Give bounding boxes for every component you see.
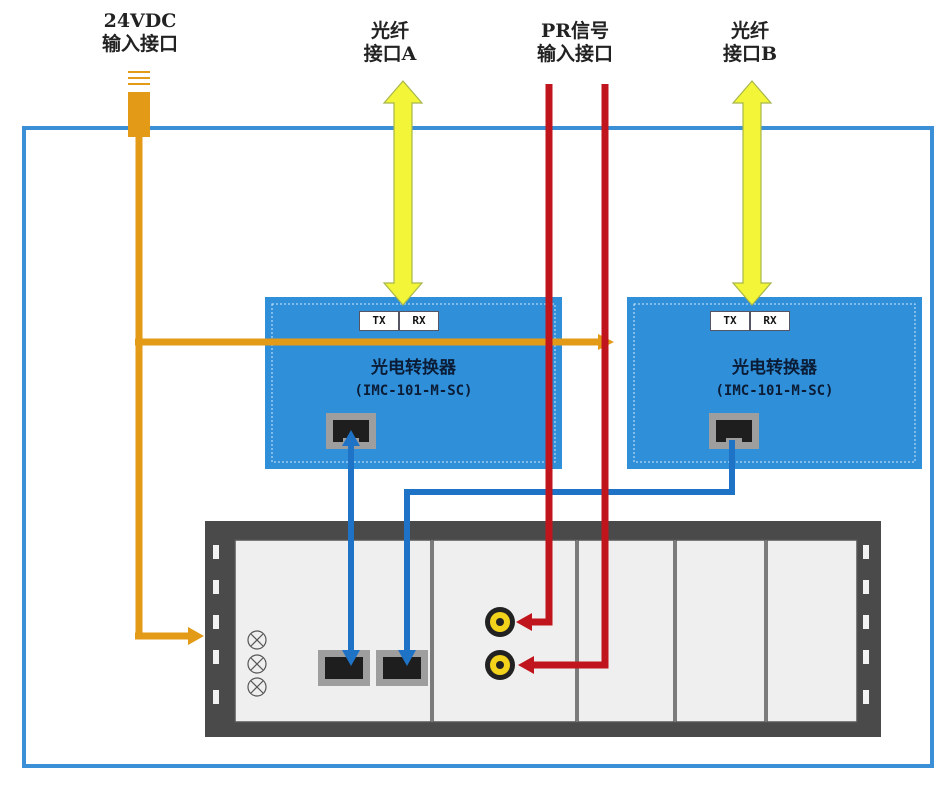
power-input-label: 24VDC 输入接口 — [60, 10, 220, 56]
power-input-label-line2: 输入接口 — [101, 33, 178, 55]
fiber-arrow-b — [731, 80, 773, 306]
converter-b-model: (IMC-101-M-SC) — [715, 383, 834, 399]
rack-chassis — [205, 521, 881, 737]
converter-a-title: 光电转换器 — [371, 358, 456, 378]
bnc-connector-2 — [485, 650, 515, 680]
ethernet-arrow-converter-a — [342, 430, 360, 446]
fiber-b-label-line1: 光纤 — [730, 20, 769, 42]
pr-input-label-line1: PR信号 — [540, 20, 610, 42]
fiber-a-label-line1: 光纤 — [370, 20, 409, 42]
fiber-b-label: 光纤 接口B — [690, 20, 810, 66]
fiber-arrow-a — [382, 80, 424, 306]
power-input-label-line1: 24VDC — [103, 10, 177, 32]
converter-b-tx-tag: TX — [710, 311, 750, 331]
fiber-a-label: 光纤 接口A — [330, 20, 450, 66]
bnc-connector-1 — [485, 607, 515, 637]
pr-arrow-bnc-2 — [518, 656, 534, 674]
pr-signal-cables — [528, 84, 609, 669]
pr-input-label: PR信号 输入接口 — [505, 20, 645, 66]
enclosure-border — [22, 126, 934, 768]
indicator-lamps — [247, 630, 267, 697]
ethernet-cables — [348, 440, 735, 652]
power-arrow-rack — [188, 627, 204, 645]
converter-a-rx-tag: RX — [399, 311, 439, 331]
pr-arrow-bnc-1 — [516, 613, 532, 631]
converter-a-model: (IMC-101-M-SC) — [354, 383, 473, 399]
converter-a-tx-tag: TX — [359, 311, 399, 331]
pr-input-label-line2: 输入接口 — [536, 43, 613, 65]
ethernet-arrow-rack-2 — [398, 650, 416, 666]
power-wiring — [135, 135, 600, 640]
converter-b-title: 光电转换器 — [732, 358, 817, 378]
rj45-port-rack-1 — [318, 650, 370, 686]
converter-b-rx-tag: RX — [750, 311, 790, 331]
ethernet-arrow-rack-1 — [342, 650, 360, 666]
fiber-a-label-line2: 接口A — [363, 43, 417, 65]
power-connector — [128, 71, 150, 137]
fiber-b-label-line2: 接口B — [722, 43, 778, 65]
